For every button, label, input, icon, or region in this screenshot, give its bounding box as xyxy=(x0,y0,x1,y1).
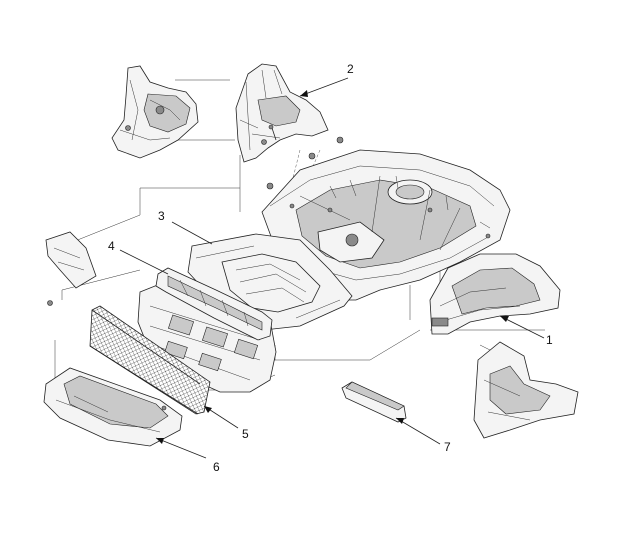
callout-7: 7 xyxy=(444,440,451,454)
callout-5: 5 xyxy=(242,427,249,441)
left-quarter-trim-detail xyxy=(111,65,199,159)
floor-pan-body xyxy=(261,149,511,301)
leader-arrowheads xyxy=(156,90,509,444)
part-1-wheelhouse-trim xyxy=(429,253,561,335)
part-6-luggage-tray xyxy=(43,367,183,447)
callout-3: 3 xyxy=(158,209,165,223)
part-2-rear-trim-panel xyxy=(235,63,329,163)
callout-1: 1 xyxy=(546,333,553,347)
left-pillar-fragment xyxy=(45,231,97,289)
part-5-luggage-net xyxy=(89,305,211,415)
part-7-bracket xyxy=(341,381,407,423)
callout-4: 4 xyxy=(108,239,115,253)
part-4-trim-strip xyxy=(155,267,273,341)
callout-2: 2 xyxy=(347,62,354,76)
right-lower-panel-fragment xyxy=(473,341,579,439)
callout-6: 6 xyxy=(213,460,220,474)
